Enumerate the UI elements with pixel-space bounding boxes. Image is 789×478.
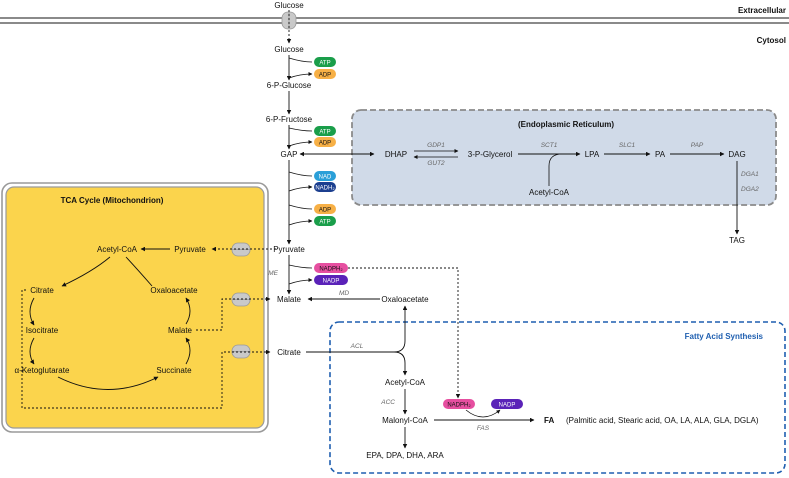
glucose: Glucose (274, 45, 304, 54)
enzyme-acc: ACC (380, 399, 395, 406)
oxaloacetate-mito: Oxaloacetate (150, 286, 198, 295)
isocitrate: Isocitrate (26, 326, 59, 335)
enzyme-acl: ACL (350, 343, 364, 350)
cytosol-label: Cytosol (757, 36, 786, 45)
adp-badge-2: ADP (314, 137, 336, 147)
adp-badge-3: ADP (314, 204, 336, 214)
fas-compartment (329, 321, 786, 474)
pyruvate-transporter-icon (231, 242, 251, 257)
nadp-badge-me: NADP (314, 275, 348, 285)
enzyme-fas: FAS (477, 425, 490, 432)
enzyme-me: ME (268, 270, 278, 277)
svg-text:ATP: ATP (319, 130, 330, 136)
malate-mito: Malate (168, 326, 193, 335)
acetyl-coa-er: Acetyl-CoA (529, 188, 570, 197)
tag: TAG (729, 236, 745, 245)
pyruvate-cytosol: Pyruvate (273, 245, 305, 254)
glucose-6-phosphate: 6-P-Glucose (267, 81, 312, 90)
oxaloacetate-cytosol: Oxaloacetate (381, 295, 429, 304)
succinate: Succinate (156, 366, 192, 375)
malate-transporter-icon (231, 292, 251, 307)
fas-label: Fatty Acid Synthesis (685, 332, 764, 341)
er-compartment (351, 109, 777, 206)
citrate-cytosol: Citrate (277, 348, 301, 357)
svg-text:ADP: ADP (319, 208, 331, 214)
malate-cytosol: Malate (277, 295, 302, 304)
svg-text:NADH₂: NADH₂ (315, 186, 335, 192)
nadph-badge-fas: NADPH₂ (443, 399, 475, 409)
pa: PA (655, 150, 666, 159)
fatty-acid: FA (544, 416, 554, 425)
glycerol-3-phosphate: 3-P-Glycerol (468, 150, 513, 159)
lpa: LPA (585, 150, 600, 159)
acetyl-coa-cytosol: Acetyl-CoA (385, 378, 426, 387)
pufa-products: EPA, DPA, DHA, ARA (366, 451, 444, 460)
malonyl-coa: Malonyl-CoA (382, 416, 428, 425)
atp-badge-3: ATP (314, 216, 336, 226)
enzyme-gut2: GUT2 (427, 160, 445, 167)
svg-text:NADP: NADP (323, 279, 340, 285)
citrate-transporter-icon (231, 344, 251, 359)
svg-text:ADP: ADP (319, 73, 331, 79)
extracellular-label: Extracellular (738, 6, 786, 15)
fatty-acid-list: (Palmitic acid, Stearic acid, OA, LA, AL… (566, 416, 759, 425)
citrate-mito: Citrate (30, 286, 54, 295)
glucose-extracellular: Glucose (274, 1, 304, 10)
enzyme-dga2: DGA2 (741, 186, 759, 193)
svg-text:NADPH₂: NADPH₂ (447, 403, 471, 409)
svg-text:ATP: ATP (319, 61, 330, 67)
enzyme-sct1: SCT1 (541, 142, 558, 149)
cell-membrane (0, 17, 789, 24)
nadph-badge-me: NADPH₂ (314, 263, 348, 273)
atp-badge-1: ATP (314, 57, 336, 67)
nadh-badge: NADH₂ (314, 182, 336, 192)
dag: DAG (728, 150, 745, 159)
svg-text:ATP: ATP (319, 220, 330, 226)
gap: GAP (281, 150, 298, 159)
svg-text:NAD: NAD (319, 175, 332, 181)
tca-label: TCA Cycle (Mitochondrion) (61, 196, 164, 205)
enzyme-gdp1: GDP1 (427, 142, 445, 149)
acetyl-coa-mito: Acetyl-CoA (97, 245, 138, 254)
enzyme-dga1: DGA1 (741, 171, 759, 178)
alpha-ketoglutarate: α-Ketoglutarate (15, 366, 70, 375)
dhap: DHAP (385, 150, 407, 159)
svg-text:NADP: NADP (499, 403, 516, 409)
enzyme-slc1: SLC1 (619, 142, 636, 149)
atp-badge-2: ATP (314, 126, 336, 136)
enzyme-pap: PAP (691, 142, 704, 149)
pyruvate-mito: Pyruvate (174, 245, 206, 254)
er-label: (Endoplasmic Reticulum) (518, 120, 614, 129)
nadp-badge-fas: NADP (491, 399, 523, 409)
tca-compartment (5, 186, 265, 429)
adp-badge-1: ADP (314, 69, 336, 79)
nad-badge: NAD (314, 171, 336, 181)
fructose-6-phosphate: 6-P-Fructose (266, 115, 313, 124)
enzyme-md: MD (339, 290, 349, 297)
svg-text:ADP: ADP (319, 141, 331, 147)
svg-text:NADPH₂: NADPH₂ (319, 267, 343, 273)
